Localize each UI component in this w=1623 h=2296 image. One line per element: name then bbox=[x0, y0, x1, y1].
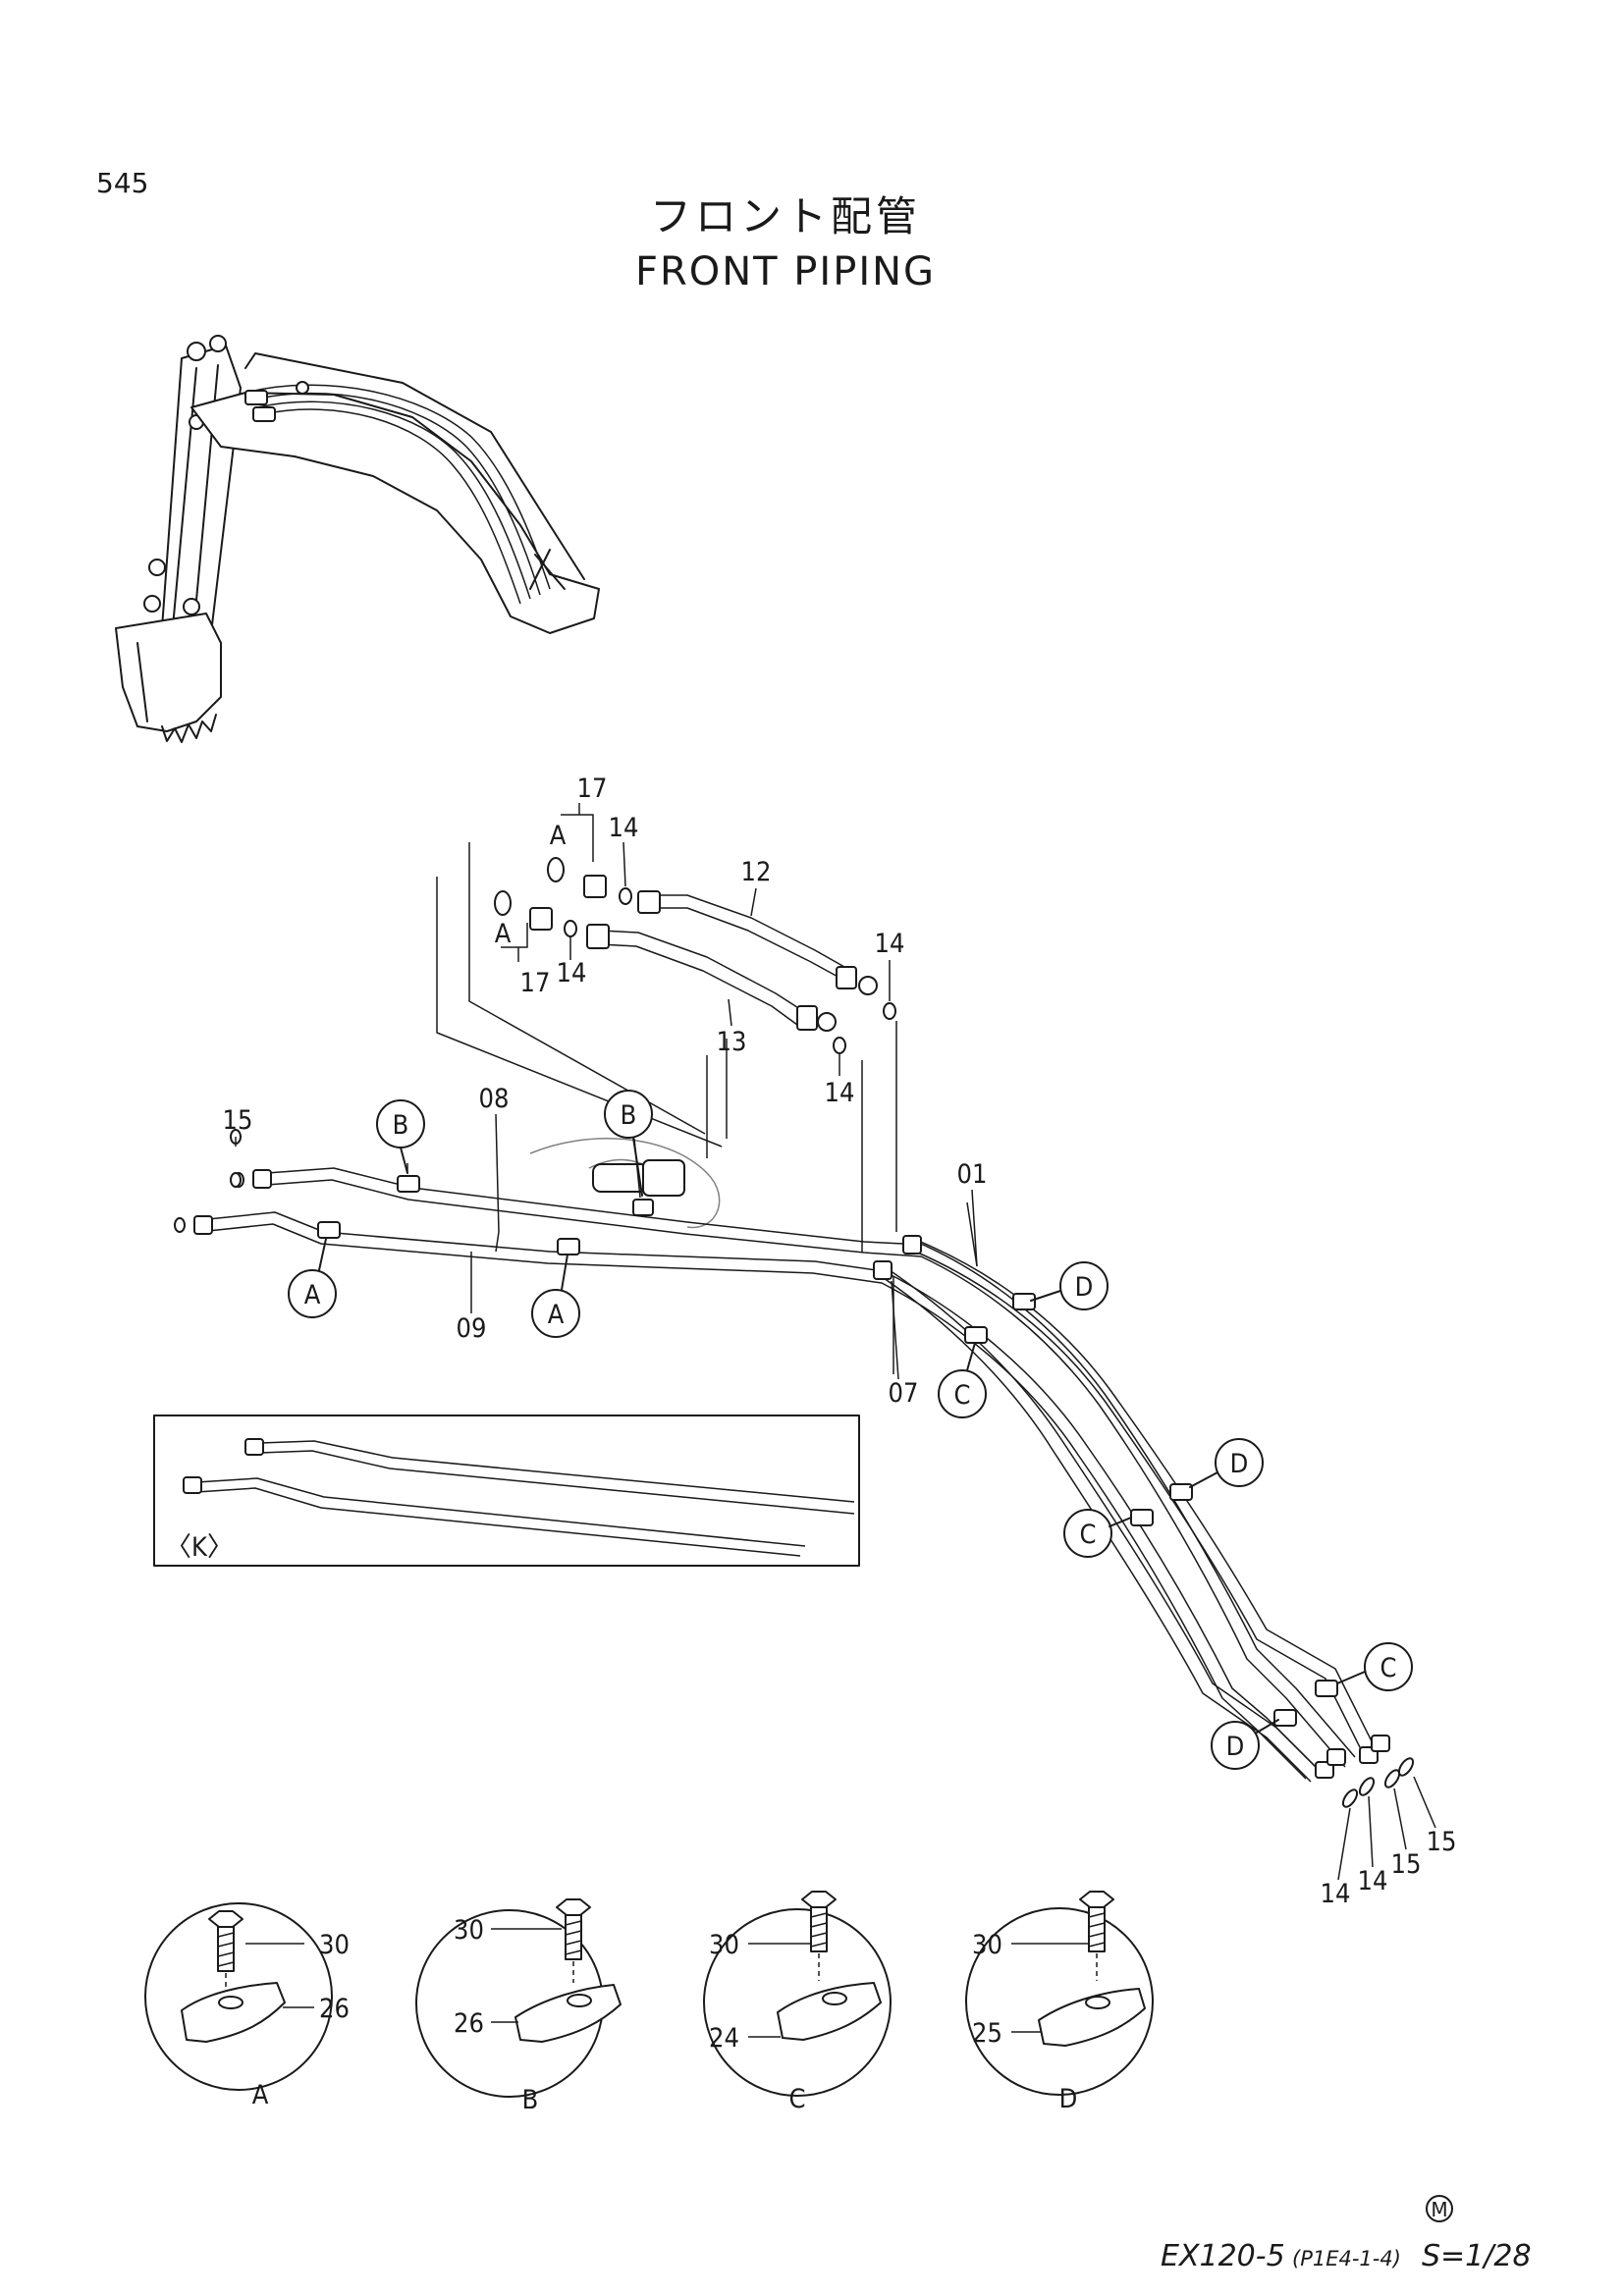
m-mark-circle bbox=[1426, 2195, 1453, 2222]
callout-15-left: 15 bbox=[223, 1105, 253, 1136]
callout-14-bottom-2: 14 bbox=[1358, 1866, 1388, 1896]
hose-assembly-12-13 bbox=[436, 803, 897, 1252]
callout-14-top: 14 bbox=[609, 813, 639, 843]
clamp-callouts: B B A A D D D C C C bbox=[288, 1090, 1413, 1770]
boom-pipe-assembly bbox=[174, 1129, 1415, 1808]
clamp-letter-c-1: C bbox=[954, 1380, 971, 1411]
clamp-letter-d-3: D bbox=[1226, 1732, 1245, 1762]
footer-scale: S=1/28 bbox=[1422, 2239, 1532, 2273]
detail-b-bolt-callout: 30 bbox=[454, 1915, 484, 1946]
detail-b-clamp-callout: 26 bbox=[454, 2008, 484, 2039]
callout-17-top: 17 bbox=[577, 774, 608, 804]
detail-view-c: 30 24 C bbox=[703, 1891, 892, 2114]
callout-08: 08 bbox=[479, 1084, 510, 1114]
oring-label-a-2: A bbox=[495, 919, 512, 949]
detail-c-clamp-callout: 24 bbox=[709, 2023, 739, 2054]
callout-14-bottom-1: 14 bbox=[1321, 1879, 1351, 1909]
detail-c-bolt-callout: 30 bbox=[709, 1930, 739, 1960]
detail-c-letter: C bbox=[789, 2084, 806, 2114]
detail-a-bolt-callout: 30 bbox=[319, 1930, 350, 1960]
detail-b-letter: B bbox=[522, 2085, 539, 2115]
callout-17-mid: 17 bbox=[520, 968, 551, 998]
callout-14-right: 14 bbox=[875, 929, 905, 959]
detail-a-letter: A bbox=[252, 2080, 269, 2110]
callout-01: 01 bbox=[957, 1159, 988, 1190]
detail-d-letter: D bbox=[1059, 2084, 1078, 2114]
callout-09: 09 bbox=[457, 1313, 487, 1344]
part-callouts: 17 14 12 14 17 14 13 14 15 08 01 09 07 1… bbox=[223, 774, 1457, 1909]
callout-12: 12 bbox=[741, 857, 772, 887]
clamp-letter-b-1: B bbox=[393, 1110, 409, 1141]
callout-14-lower: 14 bbox=[825, 1078, 855, 1108]
detail-d-bolt-callout: 30 bbox=[972, 1930, 1002, 1960]
clamp-letter-d-2: D bbox=[1230, 1449, 1249, 1479]
callout-15-bottom-2: 15 bbox=[1427, 1827, 1457, 1857]
title-japanese: フロント配管 bbox=[650, 192, 921, 240]
title-english: FRONT PIPING bbox=[635, 249, 936, 294]
clamp-letter-d-1: D bbox=[1075, 1272, 1094, 1303]
clamp-letter-a-2: A bbox=[548, 1300, 565, 1330]
view-k-label: 〈K〉 bbox=[165, 1532, 234, 1563]
oring-label-a-1: A bbox=[550, 821, 567, 851]
footer-model: EX120-5 bbox=[1161, 2239, 1285, 2273]
callout-15-bottom-1: 15 bbox=[1391, 1849, 1422, 1880]
clamp-letter-c-3: C bbox=[1380, 1653, 1397, 1683]
clamp-letter-c-2: C bbox=[1080, 1520, 1097, 1550]
detail-view-a: 30 26 A bbox=[144, 1902, 350, 2110]
m-mark: M bbox=[1431, 2198, 1447, 2221]
footer-code: (P1E4-1-4) bbox=[1292, 2247, 1401, 2270]
page-number: 545 bbox=[96, 167, 148, 199]
callout-07: 07 bbox=[889, 1378, 919, 1409]
excavator-overview-illustration bbox=[115, 335, 600, 743]
clamp-letter-a-1: A bbox=[304, 1280, 321, 1310]
callout-13: 13 bbox=[717, 1027, 747, 1057]
view-k-inset: 〈K〉 bbox=[153, 1415, 860, 1567]
detail-d-clamp-callout: 25 bbox=[972, 2018, 1002, 2049]
detail-a-clamp-callout: 26 bbox=[319, 1994, 350, 2024]
detail-view-b: 30 26 B bbox=[415, 1898, 622, 2115]
detail-view-d: 30 25 D bbox=[965, 1891, 1154, 2114]
callout-14-mid: 14 bbox=[557, 958, 587, 988]
clamp-letter-b-2: B bbox=[621, 1100, 637, 1131]
